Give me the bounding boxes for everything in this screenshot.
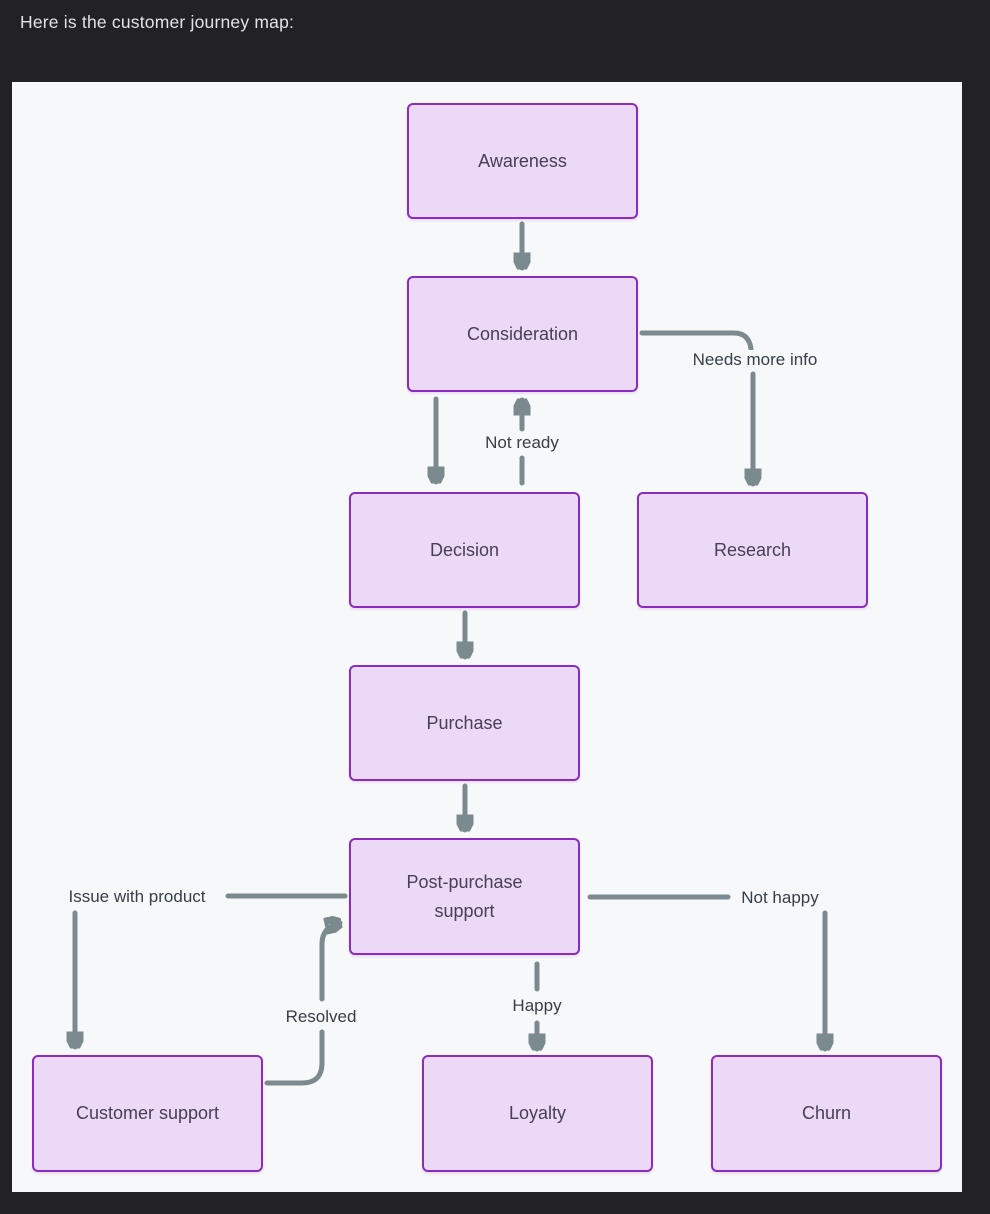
- node-churn: Churn: [711, 1055, 942, 1172]
- edges-layer: [12, 221, 962, 1086]
- node-purchase-label: Purchase: [426, 712, 503, 733]
- edge-label-happy: Happy: [509, 996, 565, 1016]
- node-consideration-label: Consideration: [466, 323, 579, 344]
- node-post-purchase-support-label: Post-purchase support: [406, 871, 523, 921]
- node-awareness-label: Awareness: [478, 150, 567, 171]
- diagram-canvas: Awareness Consideration Decision Researc…: [12, 82, 962, 1192]
- message-text: Here is the customer journey map:: [20, 12, 295, 32]
- node-loyalty-label: Loyalty: [508, 1103, 567, 1124]
- node-customer-support-label: Customer support: [75, 1103, 220, 1124]
- edge-label-issue-with-product: Issue with product: [65, 887, 209, 907]
- edge-label-not-ready: Not ready: [482, 433, 562, 453]
- node-decision: Decision: [349, 492, 580, 608]
- node-post-purchase-support: Post-purchase support: [349, 838, 580, 955]
- node-research: Research: [637, 492, 868, 608]
- node-decision-label: Decision: [429, 539, 500, 560]
- edge-label-not-happy: Not happy: [738, 888, 822, 908]
- node-purchase: Purchase: [349, 665, 580, 781]
- edge-label-needs-more-info: Needs more info: [689, 350, 821, 370]
- node-loyalty: Loyalty: [422, 1055, 653, 1172]
- node-customer-support: Customer support: [32, 1055, 263, 1172]
- node-churn-label: Churn: [801, 1103, 852, 1124]
- node-research-label: Research: [713, 539, 792, 560]
- node-awareness: Awareness: [407, 103, 638, 219]
- edge-customersupport-postpurchase-arrow: [319, 923, 340, 1002]
- node-consideration: Consideration: [407, 276, 638, 392]
- edge-customersupport-postpurchase-lower: [264, 1029, 325, 1086]
- edge-label-resolved: Resolved: [282, 1007, 360, 1027]
- edge-consideration-research-elbow: [639, 330, 754, 352]
